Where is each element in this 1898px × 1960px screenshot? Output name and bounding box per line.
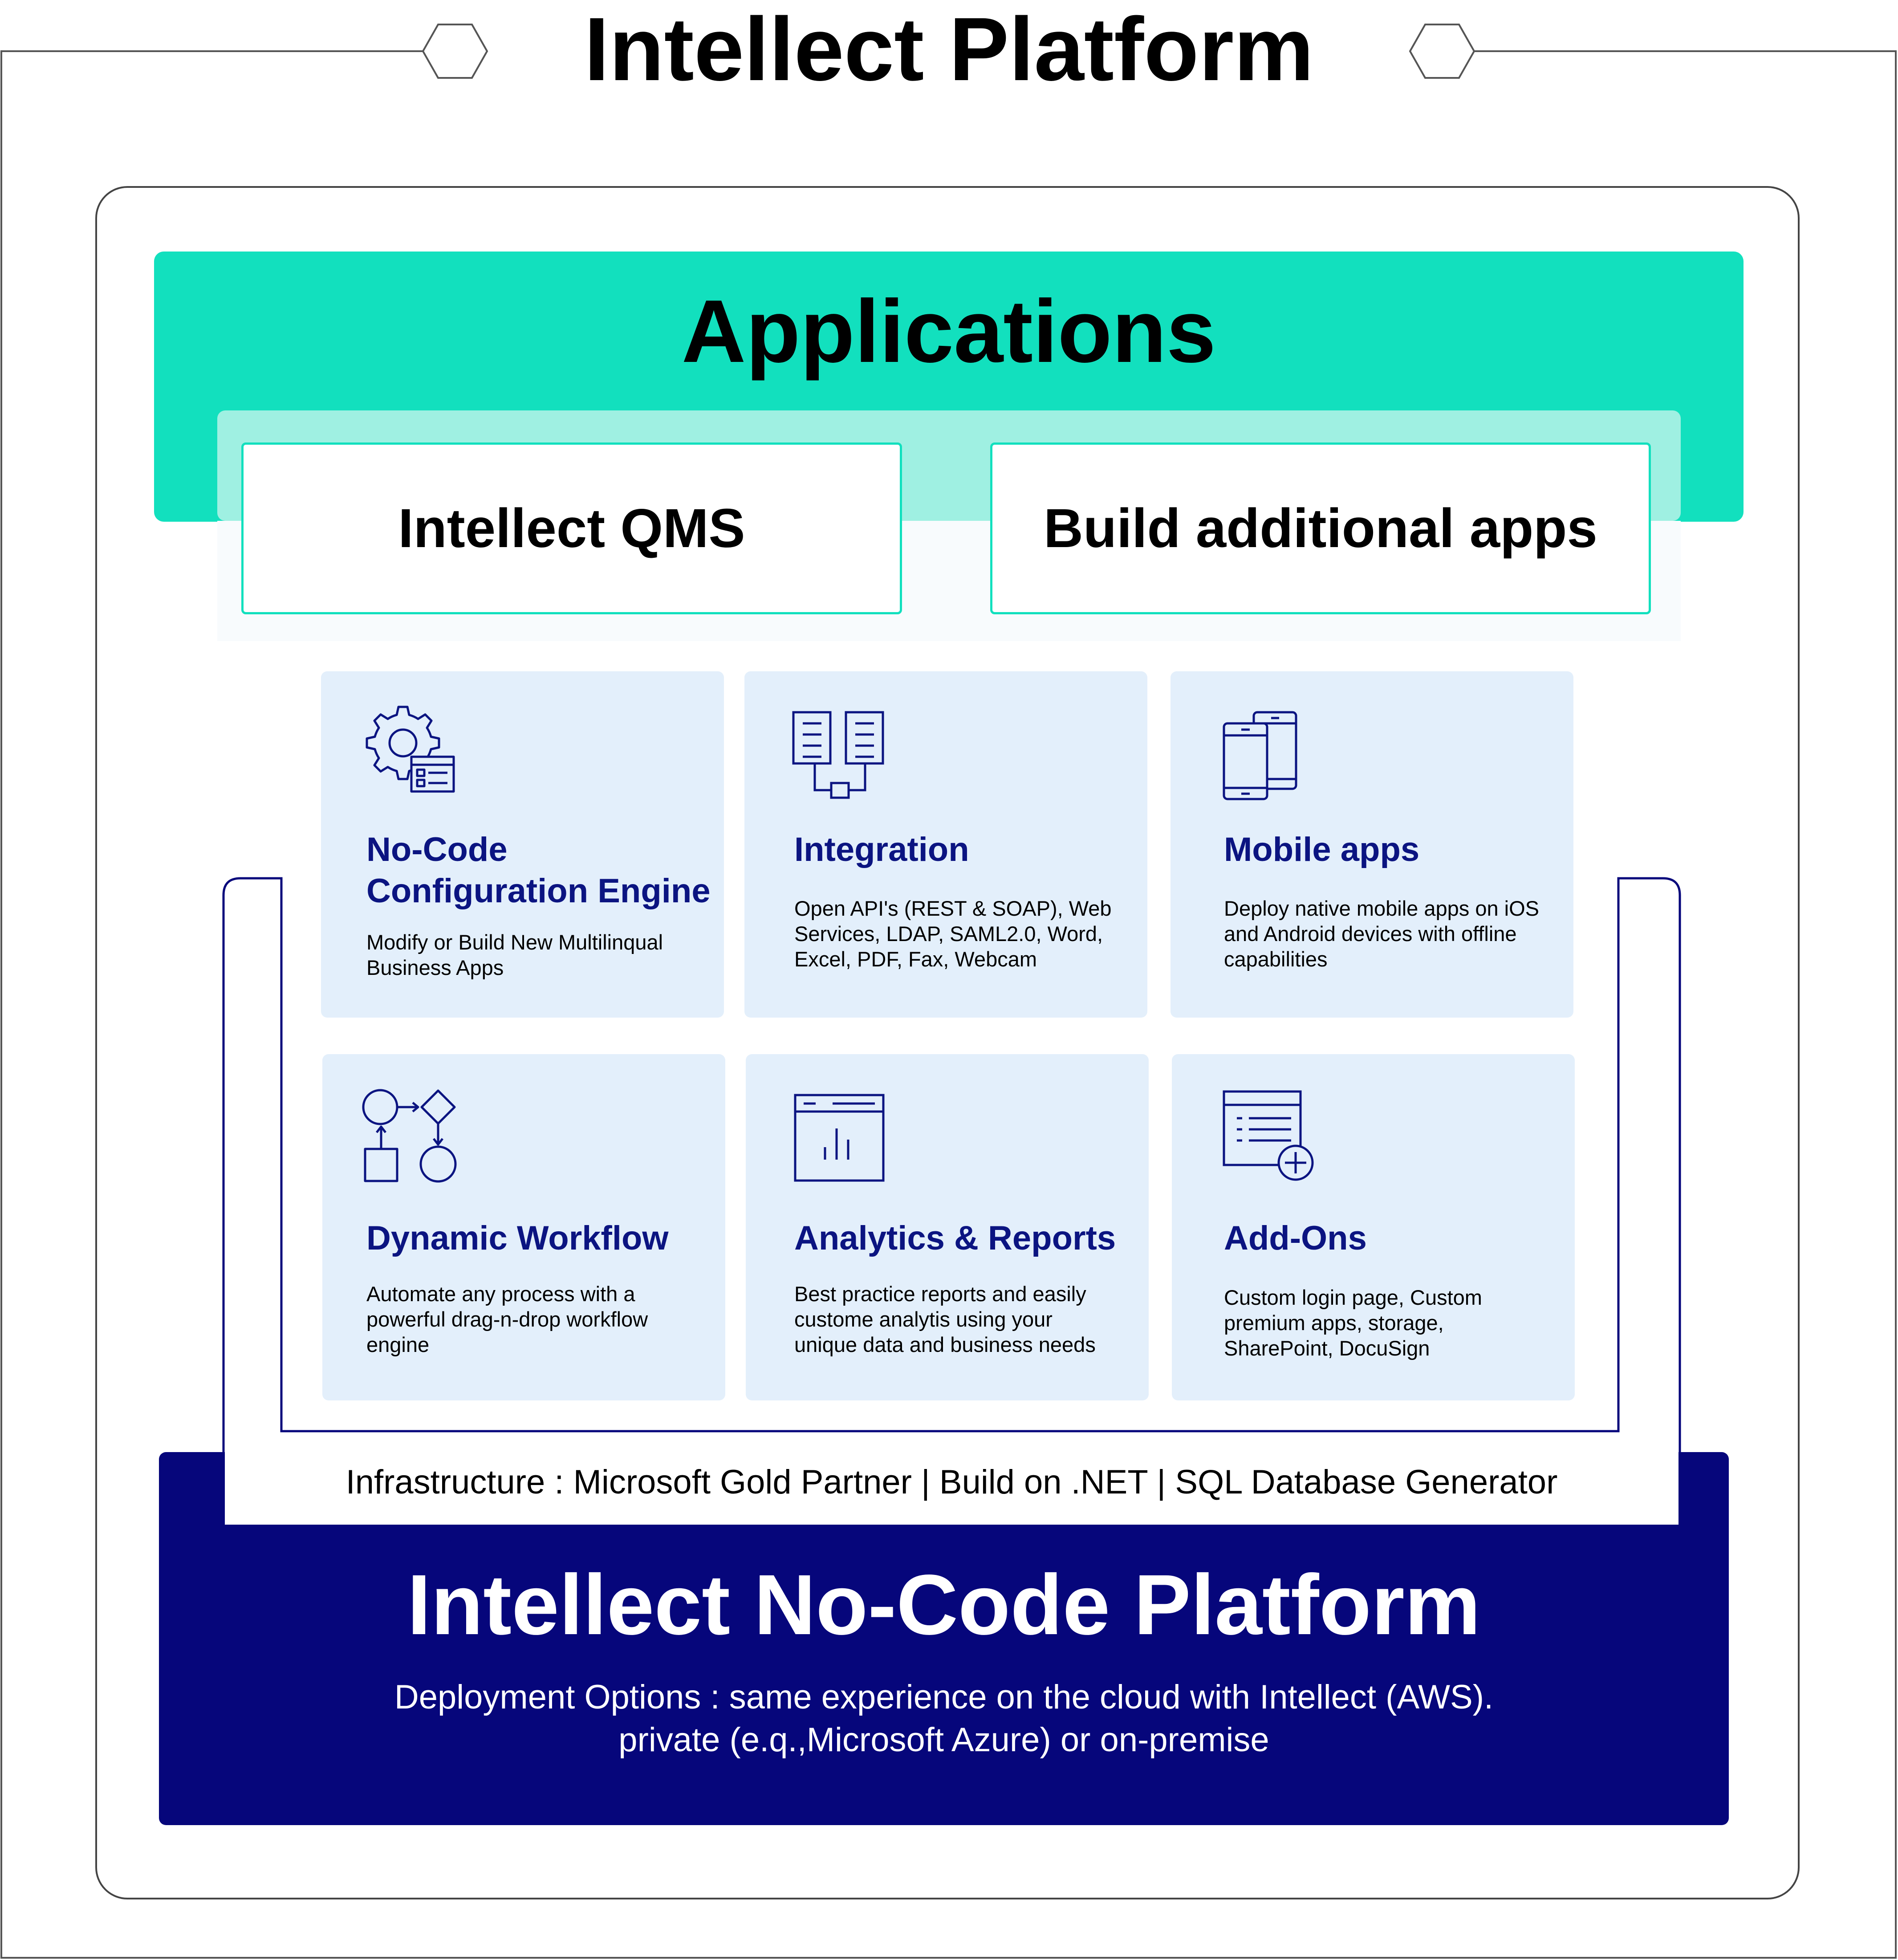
module-card-mobile-apps: Mobile apps Deploy native mobile apps on…	[1224, 829, 1571, 972]
module-desc-integration-line-1: Open API's (REST & SOAP), Web	[794, 897, 1112, 920]
module-card-bg-3	[1171, 671, 1573, 1018]
page-title: Intellect Platform	[584, 0, 1314, 99]
app-label-intellect-qms: Intellect QMS	[398, 498, 745, 559]
workflow-icon	[362, 1089, 457, 1183]
applications-title: Applications	[681, 282, 1216, 381]
module-card-bg-4	[322, 1054, 725, 1400]
module-title-mobile-apps: Mobile apps	[1224, 831, 1420, 868]
report-chart-icon	[794, 1094, 885, 1182]
module-card-dynamic-workflow: Dynamic Workflow Automate any process wi…	[366, 1217, 723, 1357]
module-desc-add-ons-line-3: SharePoint, DocuSign	[1224, 1336, 1430, 1360]
module-desc-mobile-apps-line-3: capabilities	[1224, 947, 1328, 971]
module-desc-add-ons-line-2: premium apps, storage,	[1224, 1311, 1444, 1335]
module-desc-mobile-apps-line-1: Deploy native mobile apps on iOS	[1224, 897, 1540, 920]
app-box-build-additional-apps: Build additional apps	[990, 442, 1651, 614]
module-desc-mobile-apps-line-2: and Android devices with offline	[1224, 922, 1517, 946]
module-desc-analytics-reports-line-1: Best practice reports and easily	[794, 1282, 1086, 1306]
platform-title: Intellect No-Code Platform	[407, 1557, 1481, 1652]
module-title-no-code-line-1: No-Code	[366, 831, 508, 868]
module-card-bg-5	[746, 1054, 1149, 1400]
add-module-icon	[1223, 1090, 1314, 1181]
module-desc-dynamic-workflow-line-1: Automate any process with a	[366, 1282, 635, 1306]
gear-window-icon	[366, 706, 455, 793]
hexagon-left	[422, 24, 488, 79]
mobile-devices-icon	[1223, 711, 1297, 800]
module-desc-dynamic-workflow-line-2: powerful drag-n-drop workflow	[366, 1307, 648, 1331]
module-desc-analytics-reports-line-2: custome analytis using your	[794, 1307, 1053, 1331]
module-card-integration: Integration Open API's (REST & SOAP), We…	[794, 829, 1150, 972]
hexagon-right	[1409, 24, 1475, 79]
app-box-intellect-qms: Intellect QMS	[241, 442, 902, 614]
module-title-integration: Integration	[794, 831, 969, 868]
module-title-dynamic-workflow: Dynamic Workflow	[366, 1219, 669, 1257]
connected-documents-icon	[792, 711, 884, 799]
module-card-analytics-reports: Analytics & Reports Best practice report…	[794, 1217, 1150, 1357]
deployment-line-1: Deployment Options : same experience on …	[394, 1678, 1494, 1716]
module-title-no-code-line-2: Configuration Engine	[366, 872, 711, 910]
module-desc-dynamic-workflow-line-3: engine	[366, 1333, 430, 1356]
module-card-add-ons: Add-Ons Custom login page, Custom premiu…	[1224, 1217, 1571, 1361]
module-title-add-ons: Add-Ons	[1224, 1219, 1367, 1257]
deployment-options: Deployment Options : same experience on …	[159, 1676, 1729, 1761]
module-desc-analytics-reports-line-3: unique data and business needs	[794, 1333, 1096, 1356]
module-desc-no-code-line-2: Business Apps	[366, 956, 504, 979]
module-desc-integration-line-3: Excel, PDF, Fax, Webcam	[794, 947, 1037, 971]
module-desc-add-ons-line-1: Custom login page, Custom	[1224, 1286, 1482, 1309]
deployment-line-2: private (e.q.,Microsoft Azure) or on-pre…	[618, 1721, 1269, 1759]
app-label-build-additional-apps: Build additional apps	[1044, 498, 1597, 559]
platform-band	[159, 1452, 1729, 1825]
infrastructure-strip	[225, 1452, 1679, 1525]
module-desc-no-code-line-1: Modify or Build New Multilinqual	[366, 930, 663, 954]
outer-frame-left	[0, 50, 1897, 1959]
infrastructure-text: Infrastructure : Microsoft Gold Partner …	[345, 1463, 1558, 1501]
module-title-analytics-reports: Analytics & Reports	[794, 1219, 1116, 1257]
module-card-no-code: No-Code Configuration Engine Modify or B…	[366, 829, 723, 980]
module-desc-integration-line-2: Services, LDAP, SAML2.0, Word,	[794, 922, 1103, 946]
